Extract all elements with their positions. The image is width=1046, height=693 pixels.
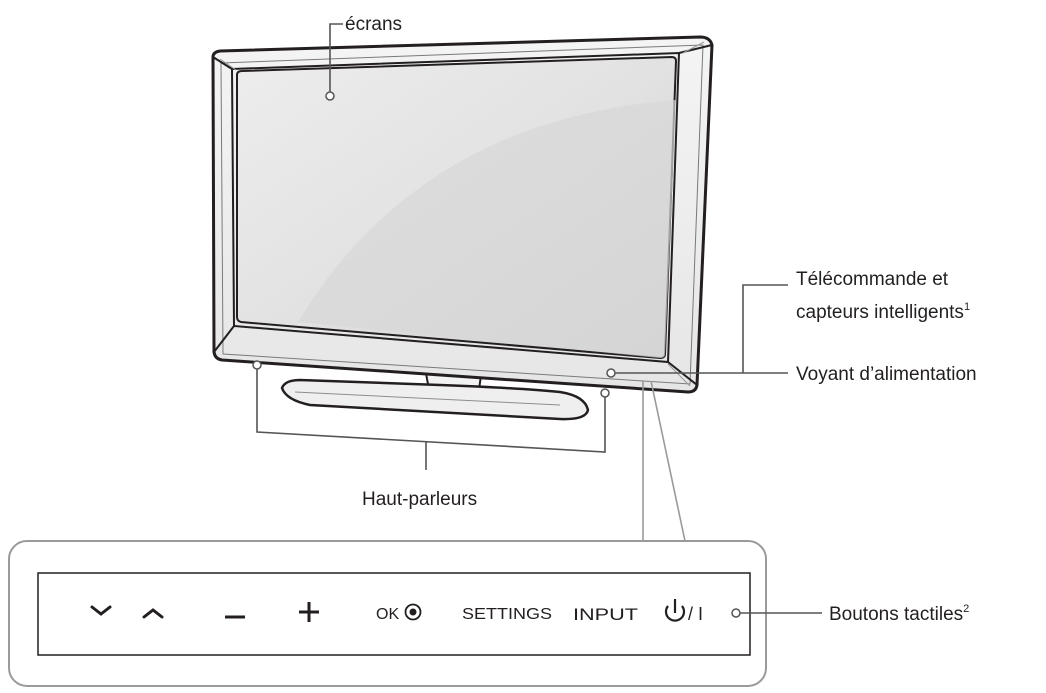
up-button[interactable] [142, 608, 164, 619]
screen-callout: écrans [325, 14, 402, 101]
settings-button[interactable]: SETTINGS [462, 606, 552, 623]
footnote-1: 1 [964, 301, 970, 313]
speakers-callout: Haut-parleurs [252, 360, 610, 510]
screen-label: écrans [345, 14, 402, 35]
ok-button[interactable]: OK [376, 603, 422, 624]
power-label: / I [688, 604, 703, 624]
power-button[interactable]: / I [664, 599, 703, 624]
footnote-2: 2 [963, 603, 969, 615]
down-button[interactable] [90, 605, 112, 616]
touch-buttons-callout: Boutons tactiles2 [740, 603, 969, 625]
input-label: INPUT [573, 605, 638, 624]
touch-buttons-label: Boutons tactiles2 [829, 603, 969, 625]
ok-dot-icon [404, 603, 422, 621]
sensor-callout: Télécommande et capteurs intelligents1 V… [606, 269, 977, 385]
chevron-down-icon [90, 605, 112, 616]
volume-up-button[interactable] [299, 602, 319, 622]
control-panel: OK SETTINGS INPUT / I [8, 540, 767, 687]
power-indicator-label: Voyant d’alimentation [796, 364, 977, 385]
input-button[interactable]: INPUT [573, 605, 638, 624]
plus-icon [299, 602, 319, 622]
remote-sensor-label-line2: capteurs intelligents1 [796, 301, 970, 323]
chevron-up-icon [142, 608, 164, 619]
ok-label: OK [376, 606, 399, 623]
power-icon [664, 599, 686, 622]
tv-stand [280, 367, 590, 421]
settings-label: SETTINGS [462, 606, 552, 623]
remote-sensor-label-line1: Télécommande et [796, 269, 949, 290]
tv-screen [236, 55, 678, 360]
zoom-lines [642, 380, 686, 542]
speakers-label: Haut-parleurs [362, 489, 477, 510]
touch-buttons-marker [731, 608, 741, 618]
